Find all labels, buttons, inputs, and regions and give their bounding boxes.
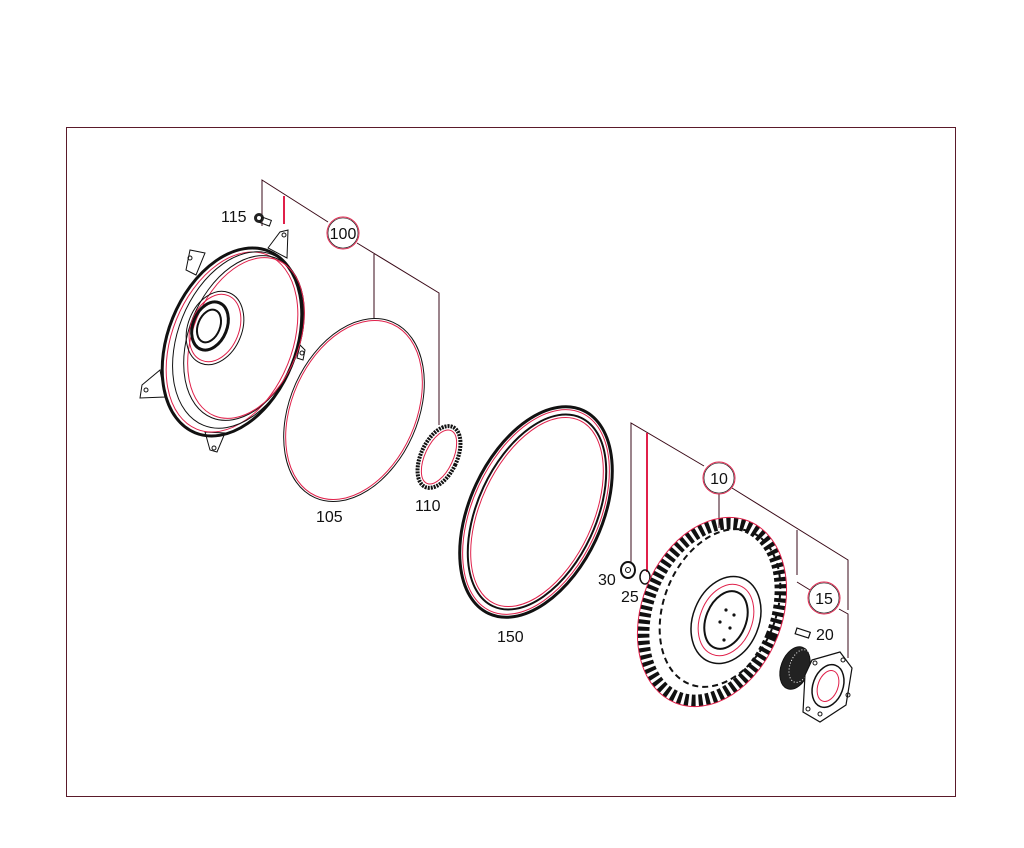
callout-10: 10 [702, 461, 736, 495]
clutch-gear-10 [636, 516, 788, 708]
label-115: 115 [221, 209, 247, 226]
snap-ring-25 [639, 569, 651, 585]
label-30: 30 [598, 572, 616, 589]
bolt-20 [794, 627, 812, 639]
label-110: 110 [415, 498, 441, 515]
washer-30 [620, 561, 636, 579]
callout-100: 100 [326, 216, 360, 250]
label-20: 20 [816, 627, 834, 644]
label-105: 105 [316, 509, 343, 526]
seal-ring-150 [458, 405, 614, 619]
diagram-frame [66, 127, 956, 797]
callout-15-text: 15 [815, 591, 833, 608]
label-25: 25 [621, 589, 639, 606]
leader-lines-10 [630, 422, 849, 658]
hub-assembly-15 [779, 646, 853, 723]
bearing-110 [415, 424, 463, 490]
o-ring-105 [283, 318, 425, 502]
bolt-115 [254, 213, 273, 227]
label-150: 150 [497, 629, 524, 646]
callout-100-text: 100 [330, 226, 357, 243]
callout-10-text: 10 [710, 471, 728, 488]
housing-cover [139, 229, 306, 453]
leader-lines-100 [261, 179, 440, 425]
callout-15: 15 [807, 581, 841, 615]
